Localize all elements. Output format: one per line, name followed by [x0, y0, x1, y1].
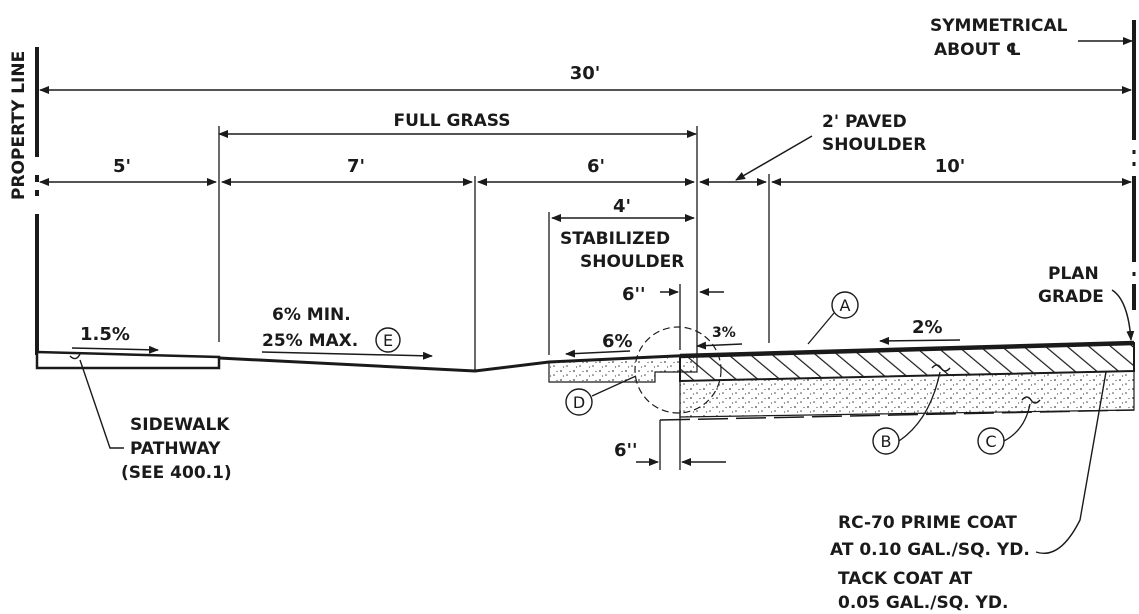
slope-min-label: 6% MIN.	[272, 305, 351, 325]
full-grass-label: FULL GRASS	[394, 111, 511, 131]
slope-arrow-stabilized	[565, 349, 631, 358]
slope-road: 2%	[912, 317, 943, 338]
callout-d-leader	[591, 375, 637, 397]
callout-d: D	[573, 393, 585, 412]
stabilized-label-line2: SHOULDER	[580, 252, 684, 272]
symmetrical-label-line1: SYMMETRICAL	[930, 16, 1068, 36]
sidewalk-label-line1: SIDEWALK	[130, 415, 230, 435]
dimension-6in-top: 6''	[622, 284, 646, 305]
sidewalk-label-line2: PATHWAY	[130, 439, 221, 459]
paved-shoulder-label-line1: 2' PAVED	[822, 112, 907, 132]
dimension-6ft: 6'	[587, 156, 605, 177]
prime-coat-leader	[1035, 371, 1107, 554]
callout-d-circle	[565, 388, 593, 416]
callout-b-mark	[931, 364, 951, 372]
sidewalk-label-line3: (SEE 400.1)	[121, 463, 232, 483]
plan-grade-label-line2: GRADE	[1038, 287, 1104, 307]
callout-c: C	[985, 432, 996, 451]
sidewalk	[35, 350, 221, 370]
callout-e: E	[383, 331, 393, 350]
callout-b-leader	[898, 371, 941, 442]
plan-grade-leader	[1111, 289, 1135, 341]
callout-b: B	[881, 432, 892, 451]
property-line-label: PROPERTY LINE	[9, 51, 29, 200]
slope-sidewalk: 1.5%	[80, 324, 130, 345]
slope-arrow-sidewalk	[71, 345, 159, 354]
tack-coat-line1: TACK COAT AT	[838, 569, 973, 589]
detail-d-circle	[634, 326, 722, 414]
dimension-6in-bottom: 6''	[614, 440, 638, 461]
overall-dimension-label: 30'	[570, 63, 601, 84]
dimension-10ft: 10'	[935, 156, 966, 177]
dimension-4ft: 4'	[613, 196, 631, 217]
pavement-surface	[679, 340, 1135, 359]
sidewalk-mark	[69, 353, 81, 360]
paved-shoulder-leader	[735, 135, 813, 181]
callout-c-mark	[1021, 396, 1041, 404]
slope-stabilized: 6%	[602, 331, 633, 352]
base-course-bottom	[659, 409, 1135, 421]
slope-arrow-paved	[696, 341, 743, 350]
callout-e-circle	[375, 327, 401, 353]
callout-a: A	[840, 296, 851, 315]
callout-c-leader	[1003, 403, 1031, 442]
symmetrical-label-line2: ABOUT ℄	[934, 40, 1021, 60]
extension-lines	[218, 126, 770, 370]
stabilized-label-line1: STABILIZED	[560, 229, 670, 249]
paved-shoulder-label-line2: SHOULDER	[822, 135, 926, 155]
prime-coat-line2: AT 0.10 GAL./SQ. YD.	[830, 540, 1030, 560]
plan-grade-label-line1: PLAN	[1048, 264, 1099, 284]
sidewalk-leader	[79, 359, 124, 449]
prime-coat-line1: RC-70 PRIME COAT	[838, 513, 1017, 533]
slope-paved: 3%	[712, 325, 736, 341]
tack-coat-line2: 0.05 GAL./SQ. YD.	[838, 593, 1008, 613]
slope-arrow-road	[879, 336, 961, 345]
dimension-5ft: 5'	[113, 156, 131, 177]
callout-a-circle	[831, 291, 859, 319]
stabilized-shoulder	[548, 354, 698, 383]
dimension-7ft: 7'	[347, 156, 365, 177]
slope-arrow-grass	[261, 351, 433, 360]
callout-a-leader	[807, 312, 835, 345]
slope-max-label: 25% MAX.	[262, 331, 358, 351]
